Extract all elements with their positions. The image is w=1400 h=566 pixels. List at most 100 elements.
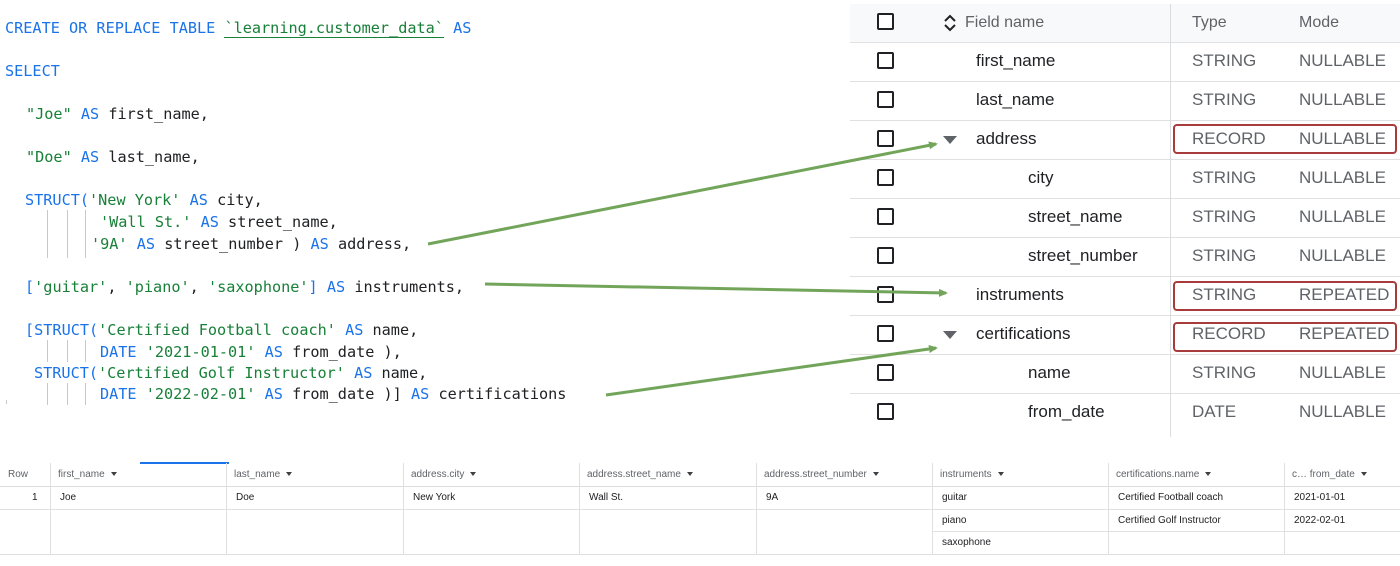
row-checkbox[interactable] bbox=[877, 91, 894, 108]
result-header-cert-name[interactable]: certifications.name bbox=[1108, 463, 1284, 487]
schema-row-street-number[interactable]: street_number STRING NULLABLE bbox=[850, 238, 1400, 277]
field-mode: REPEATED bbox=[1299, 324, 1390, 343]
result-header-first-name[interactable]: first_name bbox=[50, 463, 226, 487]
sort-icon[interactable] bbox=[943, 13, 957, 33]
field-type: STRING bbox=[1192, 363, 1257, 382]
field-type: STRING bbox=[1192, 207, 1257, 226]
code-line-cert-1: [STRUCT('Certified Football coach' AS na… bbox=[25, 321, 419, 339]
schema-row-name[interactable]: name STRING NULLABLE bbox=[850, 355, 1400, 394]
code-line-first-name: "Joe" AS first_name, bbox=[26, 105, 209, 123]
row-line bbox=[0, 554, 1400, 555]
row-checkbox[interactable] bbox=[877, 208, 894, 225]
field-mode: NULLABLE bbox=[1299, 402, 1386, 421]
field-mode: NULLABLE bbox=[1299, 207, 1386, 226]
schema-header-row: Field name Type Mode bbox=[850, 4, 1400, 43]
field-type: STRING bbox=[1192, 90, 1257, 109]
row-checkbox[interactable] bbox=[877, 169, 894, 186]
field-mode: NULLABLE bbox=[1299, 51, 1386, 70]
field-name: city bbox=[1028, 168, 1054, 187]
indent-guide bbox=[47, 210, 48, 258]
dropdown-icon[interactable] bbox=[1205, 472, 1212, 477]
expand-caret-icon[interactable] bbox=[943, 331, 957, 339]
schema-row-last-name[interactable]: last_name STRING NULLABLE bbox=[850, 82, 1400, 121]
sql-code-editor[interactable]: CREATE OR REPLACE TABLE `learning.custom… bbox=[0, 0, 845, 440]
cell-last-name[interactable]: Doe bbox=[236, 492, 255, 503]
dropdown-icon[interactable] bbox=[997, 472, 1004, 477]
cell-street-name[interactable]: Wall St. bbox=[589, 492, 624, 503]
schema-row-from-date[interactable]: from_date DATE NULLABLE bbox=[850, 394, 1400, 433]
row-checkbox[interactable] bbox=[877, 364, 894, 381]
indent-guide bbox=[47, 383, 48, 405]
field-name: name bbox=[1028, 363, 1071, 382]
result-header-row: Row bbox=[0, 463, 50, 487]
field-name: address bbox=[976, 129, 1037, 148]
cell-first-name[interactable]: Joe bbox=[60, 492, 77, 503]
cell-street-number[interactable]: 9A bbox=[766, 492, 779, 503]
indent-guide bbox=[85, 340, 86, 362]
field-type: STRING bbox=[1192, 285, 1257, 304]
cell-cert-date[interactable]: 2021-01-01 bbox=[1294, 492, 1346, 503]
result-header-street-number[interactable]: address.street_number bbox=[756, 463, 932, 487]
field-type: RECORD bbox=[1192, 324, 1266, 343]
cell-instrument[interactable]: guitar bbox=[942, 492, 968, 503]
code-line-instruments: ['guitar', 'piano', 'saxophone'] AS inst… bbox=[25, 278, 465, 296]
cell-instrument[interactable]: saxophone bbox=[942, 537, 991, 548]
code-line-cert-1-date: DATE '2021-01-01' AS from_date ), bbox=[100, 343, 402, 361]
field-name: first_name bbox=[976, 51, 1056, 70]
field-mode: NULLABLE bbox=[1299, 129, 1386, 148]
indent-guide bbox=[85, 210, 86, 258]
schema-row-certifications[interactable]: certifications RECORD REPEATED bbox=[850, 316, 1400, 355]
row-checkbox[interactable] bbox=[877, 286, 894, 303]
row-checkbox[interactable] bbox=[877, 403, 894, 420]
dropdown-icon[interactable] bbox=[872, 472, 879, 477]
field-mode: NULLABLE bbox=[1299, 246, 1386, 265]
cell-cert-date[interactable]: 2022-02-01 bbox=[1294, 515, 1346, 526]
result-header-cert-date[interactable]: c… from_date bbox=[1284, 463, 1400, 487]
result-header-city[interactable]: address.city bbox=[403, 463, 579, 487]
result-header-instruments[interactable]: instruments bbox=[932, 463, 1108, 487]
column-divider bbox=[1170, 4, 1171, 437]
result-header-last-name[interactable]: last_name bbox=[226, 463, 403, 487]
indent-guide bbox=[85, 383, 86, 405]
schema-row-street-name[interactable]: street_name STRING NULLABLE bbox=[850, 199, 1400, 238]
cell-cert-name[interactable]: Certified Golf Instructor bbox=[1118, 515, 1221, 526]
dropdown-icon[interactable] bbox=[286, 472, 293, 477]
result-header-street-name[interactable]: address.street_name bbox=[579, 463, 756, 487]
expand-caret-icon[interactable] bbox=[943, 136, 957, 144]
schema-row-address[interactable]: address RECORD NULLABLE bbox=[850, 121, 1400, 160]
indent-guide bbox=[47, 340, 48, 362]
field-name: certifications bbox=[976, 324, 1071, 343]
dropdown-icon[interactable] bbox=[470, 472, 477, 477]
row-line bbox=[0, 509, 1400, 510]
field-type: STRING bbox=[1192, 51, 1257, 70]
code-line-cert-2: STRUCT('Certified Golf Instructor' AS na… bbox=[34, 364, 428, 382]
row-checkbox[interactable] bbox=[877, 52, 894, 69]
field-name: from_date bbox=[1028, 402, 1105, 421]
header-field-name[interactable]: Field name bbox=[965, 14, 1045, 31]
field-name: last_name bbox=[976, 90, 1055, 109]
schema-row-instruments[interactable]: instruments STRING REPEATED bbox=[850, 277, 1400, 316]
field-mode: NULLABLE bbox=[1299, 168, 1386, 187]
code-line-cert-2-date: DATE '2022-02-01' AS from_date )] AS cer… bbox=[100, 385, 567, 403]
header-mode: Mode bbox=[1299, 14, 1340, 31]
indent-guide bbox=[67, 340, 68, 362]
schema-row-city[interactable]: city STRING NULLABLE bbox=[850, 160, 1400, 199]
dropdown-icon[interactable] bbox=[1360, 472, 1367, 477]
select-all-checkbox[interactable] bbox=[877, 13, 894, 30]
query-results-grid: Row first_name last_name address.city ad… bbox=[0, 462, 1400, 555]
active-column-indicator bbox=[140, 462, 229, 464]
row-checkbox[interactable] bbox=[877, 325, 894, 342]
field-name: street_number bbox=[1028, 246, 1138, 265]
row-checkbox[interactable] bbox=[877, 130, 894, 147]
code-line-last-name: "Doe" AS last_name, bbox=[26, 148, 200, 166]
schema-row-first-name[interactable]: first_name STRING NULLABLE bbox=[850, 43, 1400, 82]
field-mode: REPEATED bbox=[1299, 285, 1390, 304]
cell-instrument[interactable]: piano bbox=[942, 515, 967, 526]
field-mode: NULLABLE bbox=[1299, 363, 1386, 382]
cell-city[interactable]: New York bbox=[413, 492, 456, 503]
field-type: DATE bbox=[1192, 402, 1237, 421]
row-checkbox[interactable] bbox=[877, 247, 894, 264]
dropdown-icon[interactable] bbox=[686, 472, 693, 477]
dropdown-icon[interactable] bbox=[110, 472, 117, 477]
cell-cert-name[interactable]: Certified Football coach bbox=[1118, 492, 1224, 503]
